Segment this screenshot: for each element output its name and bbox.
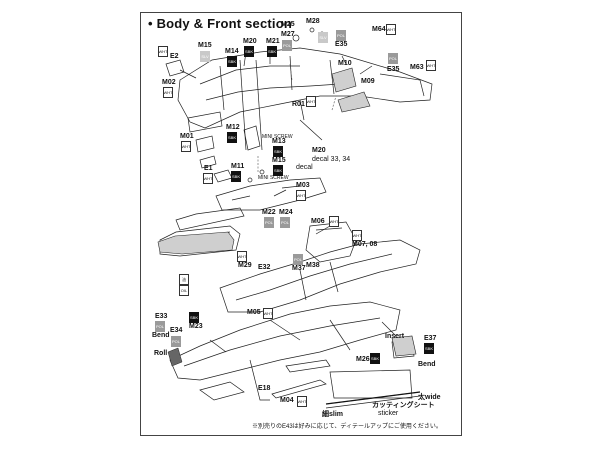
part-label-e18: E18 (258, 385, 271, 392)
color-badge-oil-jp: 油 (179, 274, 189, 285)
footnote: ※別売りのE43は好みに応じて、ディテールアップにご使用ください。 (252, 424, 442, 430)
part-label-m24: M24 (279, 209, 293, 216)
part-label-m21: M21 (266, 38, 280, 45)
cutting-sheet-label: カッティングシート (372, 402, 435, 409)
part-label-m28: M28 (306, 18, 320, 25)
part-label-m07-08: M07, 08 (352, 241, 378, 248)
part-label-m04: M04 (280, 397, 294, 404)
part-label-m20: M20 (312, 147, 326, 154)
part-label-m20-top: M20 (243, 38, 257, 45)
color-badge-wht: WHT (329, 216, 339, 227)
color-badge-pol: POL (155, 321, 165, 332)
mini-screw-label-1: MINI SCREW (262, 134, 293, 140)
part-label-e32: E32 (258, 264, 271, 271)
decal-label: decal (296, 164, 313, 171)
color-badge-pol: POL (336, 30, 346, 41)
part-label-e34: E34 (170, 327, 183, 334)
insert-label: Insert (385, 333, 405, 340)
part-label-m63: M63 (410, 64, 424, 71)
part-label-m10: M10 (338, 60, 352, 67)
color-badge-sbk: SBK (244, 46, 254, 57)
color-badge-sbk: SBK (189, 312, 199, 323)
part-label-m64: M64 (372, 26, 386, 33)
bend-label-left: Bend (152, 332, 170, 339)
color-badge-pol: POL (171, 336, 181, 347)
part-label-e1: E1 (204, 165, 213, 172)
color-badge-wht: WHT (386, 24, 396, 35)
part-label-m27: M27 (281, 31, 295, 38)
color-badge-sbk: SBK (227, 132, 237, 143)
part-label-m02: M02 (162, 79, 176, 86)
part-label-e33: E33 (155, 313, 168, 320)
part-label-m22: M22 (262, 209, 276, 216)
part-label-m05: M05 (247, 309, 261, 316)
part-label-m29: M29 (238, 262, 252, 269)
color-badge-wht: WHT (163, 87, 173, 98)
part-label-m01: M01 (180, 133, 194, 140)
part-label-m37: M37 (292, 265, 306, 272)
color-badge-wht: WHT (297, 396, 307, 407)
color-badge-wht: WHT (181, 141, 191, 152)
color-badge-wht: WHT (263, 308, 273, 319)
part-label-m15-top: M15 (198, 42, 212, 49)
color-badge-pol: POL (264, 217, 274, 228)
part-label-m13: M13 (272, 138, 286, 145)
bend-label: Bend (418, 361, 436, 368)
part-label-e35: E35 (387, 66, 400, 73)
part-label-m12: M12 (226, 124, 240, 131)
instruction-sheet (140, 12, 462, 436)
color-badge-slv: SLV (318, 32, 328, 43)
part-label-e35-top: E35 (335, 41, 348, 48)
part-label-m11: M11 (231, 163, 245, 170)
color-badge-wht: WHT (158, 46, 168, 57)
mini-screw-label-2: MINI SCREW (258, 175, 289, 181)
color-badge-sbk: SBK (370, 353, 380, 364)
color-badge-pol: POL (282, 40, 292, 51)
color-badge-wht: WHT (203, 173, 213, 184)
part-label-m03: M03 (296, 182, 310, 189)
color-badge-pol: POL (293, 254, 303, 265)
color-badge-pol: POL (280, 217, 290, 228)
color-badge-wht: WHT (296, 190, 306, 201)
part-label-m38: M38 (306, 262, 320, 269)
part-label-e37: E37 (424, 335, 437, 342)
color-badge-wht: WHT (237, 251, 247, 262)
decal-reference: decal 33, 34 (312, 156, 351, 163)
sticker-label: sticker (378, 410, 399, 417)
color-badge-sbk: SBK (227, 56, 237, 67)
color-badge-wht: WHT (426, 60, 436, 71)
part-label-m06: M06 (311, 218, 325, 225)
part-label-m09: M09 (361, 78, 375, 85)
color-badge-pol: POL (388, 53, 398, 64)
wide-label: 太wide (418, 394, 441, 401)
color-badge-sbk: SBK (424, 343, 434, 354)
part-label-r01: R01 (292, 101, 305, 108)
color-badge-sbk: SBK (273, 165, 283, 176)
part-label-m23: M23 (189, 323, 203, 330)
part-label-m14: M14 (225, 48, 239, 55)
color-badge-wht: WHT (306, 96, 316, 107)
section-title: • Body & Front section (148, 16, 293, 31)
part-label-m25: M25 (281, 21, 295, 28)
part-label-m15: M15 (272, 157, 286, 164)
part-label-e2: E2 (170, 53, 179, 60)
color-badge-sbk: SBK (273, 146, 283, 157)
color-badge-sbk: SBK (231, 171, 241, 182)
color-badge-slv: SLV (200, 51, 210, 62)
roll-label: Roll (154, 350, 168, 357)
color-badge-wht: WHT (352, 230, 362, 241)
slim-label: 細slim (322, 411, 344, 418)
color-badge-oil: OIL (179, 285, 189, 296)
color-badge-sbk: SBK (267, 46, 277, 57)
part-label-m26: M26 (356, 356, 370, 363)
